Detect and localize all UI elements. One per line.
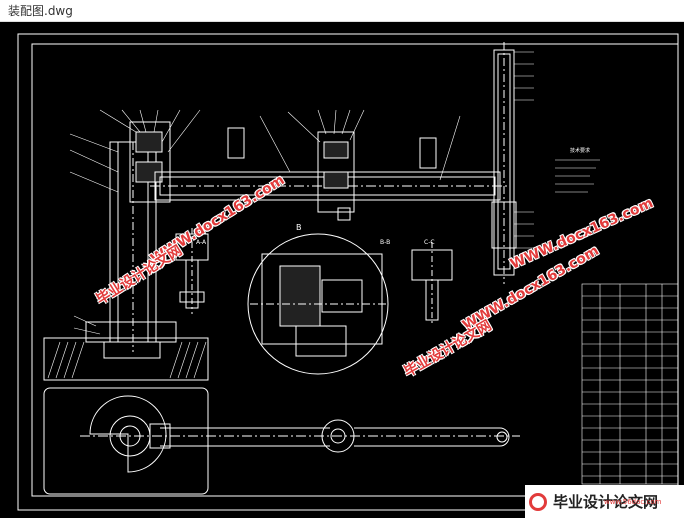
section-detail-circle — [247, 233, 389, 375]
view-label-a: A-A — [196, 239, 207, 246]
footer-logo-text: 毕业设计论文网 — [553, 493, 659, 511]
logo-mark-icon — [529, 492, 547, 511]
view-label-c: C-C — [424, 239, 435, 246]
cad-drawing-canvas[interactable]: B A-A B-B C-C 技术要求 — [0, 22, 684, 518]
notes-heading: 技术要求 — [570, 147, 590, 154]
window-title: 装配图.dwg — [8, 4, 73, 18]
base-hatching — [47, 341, 207, 379]
section-label: B — [296, 223, 302, 232]
drawing-frame — [17, 33, 679, 511]
footer-logo: 毕业设计论文网 — [525, 485, 684, 518]
vertical-slide — [491, 42, 517, 284]
detail-view-a — [175, 228, 209, 314]
leader-lines — [69, 51, 534, 335]
view-label-b: B-B — [380, 239, 390, 246]
detail-view-c — [411, 242, 453, 326]
plan-view — [43, 387, 520, 495]
technical-notes — [555, 159, 600, 193]
horizontal-arm — [150, 127, 510, 221]
window-title-bar: 装配图.dwg — [0, 0, 684, 22]
footer-logo-url: www.56doc.com — [604, 498, 662, 506]
parts-list-table — [581, 283, 679, 485]
column-assembly — [43, 121, 209, 381]
